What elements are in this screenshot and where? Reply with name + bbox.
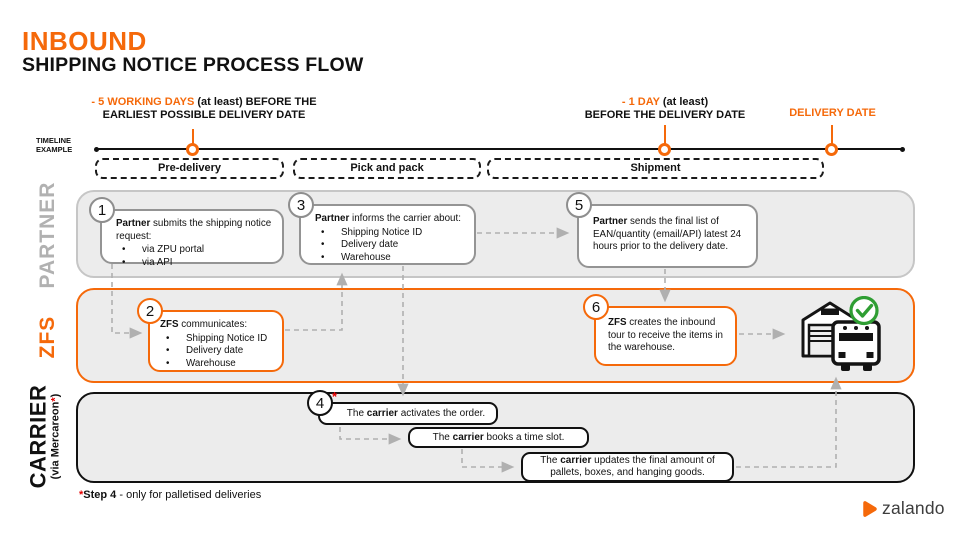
step3-number: 3 <box>288 192 314 218</box>
bullet-item: Delivery date <box>160 345 274 358</box>
timeslot-text: The carrier books a time slot. <box>432 431 565 443</box>
milestone-rest: (at least) BEFORE THE <box>194 96 317 108</box>
zalando-wordmark: zalando <box>882 498 945 518</box>
step2-number: 2 <box>137 298 163 324</box>
footnote: *Step 4 - only for palletised deliveries <box>79 489 261 501</box>
page-kicker: INBOUND <box>22 26 147 56</box>
bullet-item: Shipping Notice ID <box>315 227 466 240</box>
zalando-arrow-icon <box>863 500 877 517</box>
bullet-item: Shipping Notice ID <box>160 333 274 346</box>
footnote-bold: Step 4 <box>83 489 117 501</box>
phase-pick-and-pack: Pick and pack <box>293 158 481 179</box>
bullet-item: via ZPU portal <box>116 244 274 257</box>
step4-text: The carrier activates the order. <box>346 407 486 419</box>
milestone-highlight: DELIVERY DATE <box>789 107 876 119</box>
step3-bullets: Shipping Notice ID Delivery date Warehou… <box>315 227 466 265</box>
step4-number: 4 * <box>307 389 337 416</box>
step1-text: Partner submits the shipping notice requ… <box>102 211 282 269</box>
milestone-5-working-days: - 5 WORKING DAYS (at least) BEFORE THE E… <box>88 96 320 121</box>
timeline-example-label: TIMELINE EXAMPLE <box>36 136 73 154</box>
milestone-line2: BEFORE THE DELIVERY DATE <box>584 108 746 121</box>
warehouse-truck-icon <box>801 296 881 371</box>
milestone-tick <box>831 125 833 144</box>
timeline-label-line2: EXAMPLE <box>36 144 73 154</box>
milestone-1-day: - 1 DAY (at least) BEFORE THE DELIVERY D… <box>553 96 777 121</box>
milestone-marker-icon <box>658 143 671 156</box>
step5-text: Partner sends the final list of EAN/quan… <box>593 216 742 252</box>
milestone-marker-icon <box>186 143 199 156</box>
milestone-highlight: - 1 DAY <box>621 96 660 108</box>
bullet-item: Warehouse <box>315 252 466 265</box>
timeline-line <box>96 148 903 150</box>
milestone-line2: EARLIEST POSSIBLE DELIVERY DATE <box>102 108 306 121</box>
step1-box: 1 Partner submits the shipping notice re… <box>89 197 284 269</box>
page-title: SHIPPING NOTICE PROCESS FLOW <box>22 54 364 76</box>
zalando-logo: zalando <box>863 498 945 519</box>
phase-shipment: Shipment <box>487 158 824 179</box>
step4-box: 4 * The carrier activates the order. <box>307 389 498 425</box>
step2-text: ZFS communicates: Shipping Notice ID Del… <box>150 312 282 370</box>
step2-box: 2 ZFS communicates: Shipping Notice ID D… <box>137 298 284 372</box>
update-text: The carrier updates the final amount of … <box>540 455 715 478</box>
timeline-end-dot <box>900 146 905 152</box>
footnote-text: - only for palletised deliveries <box>116 489 262 501</box>
step2-bullets: Shipping Notice ID Delivery date Warehou… <box>160 333 274 371</box>
timeline-start-dot <box>94 146 99 152</box>
milestone-delivery-date: DELIVERY DATE <box>770 107 895 120</box>
timeslot-box: The carrier books a time slot. <box>408 427 589 448</box>
milestone-highlight: - 5 WORKING DAYS <box>91 96 195 108</box>
step3-box: 3 Partner informs the carrier about: Shi… <box>288 192 476 265</box>
step4-asterisk: * <box>331 389 337 404</box>
update-box: The carrier updates the final amount of … <box>521 452 734 482</box>
bullet-item: Warehouse <box>160 358 274 371</box>
timeline-label-line1: TIMELINE <box>36 136 71 145</box>
footnote-asterisk: * <box>79 489 84 501</box>
step5-number: 5 <box>566 192 592 218</box>
lane-label-carrier: CARRIER (via Mercareon*) <box>25 352 62 522</box>
step1-bullets: via ZPU portal via API <box>116 244 274 269</box>
phase-pre-delivery: Pre-delivery <box>95 158 284 179</box>
check-circle-icon <box>849 296 879 326</box>
step6-number: 6 <box>583 294 609 320</box>
step6-box: 6 ZFS creates the inbound tour to receiv… <box>583 294 737 366</box>
bullet-item: via API <box>116 257 274 270</box>
step3-text: Partner informs the carrier about: Shipp… <box>301 206 474 264</box>
milestone-tick <box>192 129 194 144</box>
carrier-label-sub: (via Mercareon*) <box>49 393 62 480</box>
milestone-rest: (at least) <box>659 96 709 108</box>
milestone-marker-icon <box>825 143 838 156</box>
milestone-tick <box>664 125 666 144</box>
step5-box: 5 Partner sends the final list of EAN/qu… <box>566 192 758 268</box>
bullet-item: Delivery date <box>315 239 466 252</box>
step6-text: ZFS creates the inbound tour to receive … <box>608 317 723 353</box>
truck-icon <box>831 320 881 371</box>
carrier-label-main: CARRIER <box>25 384 51 489</box>
step1-number: 1 <box>89 197 115 223</box>
